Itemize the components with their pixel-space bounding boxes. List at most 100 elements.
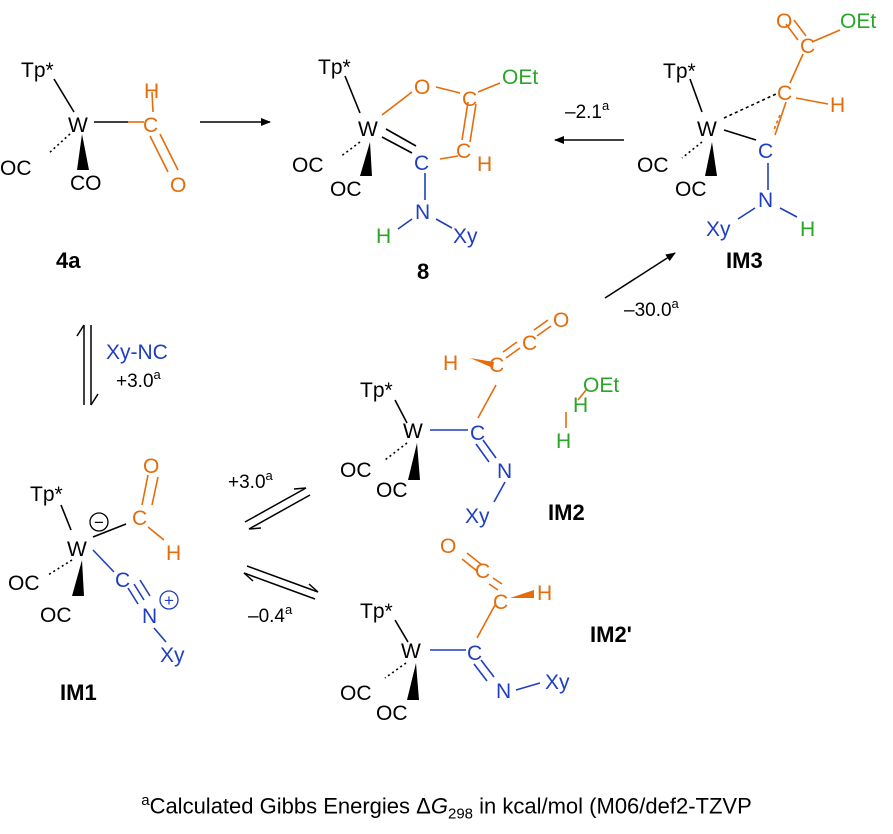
c-atom: C: [489, 354, 504, 377]
xy-label: Xy: [465, 505, 490, 528]
c-atom: C: [800, 35, 815, 58]
footnote-text: Calculated Gibbs Energies: [149, 793, 417, 819]
compound-label-im2: IM2: [548, 500, 585, 525]
wedge-bond: [705, 142, 717, 176]
c-atom: C: [493, 591, 508, 614]
wedge-bond: [407, 663, 419, 700]
oc-label: OC: [675, 178, 707, 201]
equilibrium-im1-im2: [244, 487, 311, 530]
h-atom: H: [166, 542, 181, 565]
w-atom: W: [697, 118, 717, 141]
c-atom: C: [475, 560, 490, 583]
oet-label: OEt: [502, 66, 538, 89]
wedge-bond: [360, 142, 372, 176]
o-atom: O: [553, 309, 569, 332]
energy-to-im3: –30.0a: [624, 296, 680, 321]
h-atom: H: [800, 218, 815, 241]
w-atom: W: [358, 118, 378, 141]
h-atom: H: [556, 430, 571, 453]
oet-label: OEt: [583, 374, 619, 397]
o-atom: O: [776, 10, 792, 33]
c-atom: C: [115, 569, 130, 592]
compound-8: Tp* W O C OEt C H C OC OC N H Xy 8: [292, 56, 538, 284]
c-atom: C: [522, 332, 537, 355]
c-atom: C: [462, 88, 477, 111]
c-atom: C: [143, 114, 158, 137]
compound-im2-prime: Tp* W O C C H C N Xy OC OC IM2': [340, 535, 632, 725]
compound-4a: Tp* W OC CO H C O 4a: [0, 59, 186, 273]
gibbs-symbol: G: [430, 793, 448, 819]
o-atom: O: [414, 76, 430, 99]
oet-label: OEt: [840, 10, 876, 33]
energy-eq1: +3.0a: [116, 367, 162, 392]
c-atom: C: [414, 152, 429, 175]
tp-star-label: Tp*: [318, 56, 351, 79]
c-atom: C: [470, 422, 485, 445]
c-atom: C: [456, 140, 471, 163]
wedge-bond: [510, 590, 534, 598]
compound-label-im2-prime: IM2': [590, 622, 632, 647]
c-atom: C: [467, 642, 482, 665]
h-atom: H: [144, 80, 159, 103]
arrow-im2-to-im3: [604, 252, 676, 299]
h-atom: H: [830, 94, 845, 117]
plus-charge-circle: [159, 590, 179, 610]
xy-label: Xy: [160, 644, 185, 667]
tp-star-label: Tp*: [21, 59, 54, 82]
reagent-xy-nc: Xy-NC: [106, 341, 168, 364]
o-atom: O: [170, 174, 186, 197]
oc-label: OC: [376, 702, 408, 725]
equilibrium-im1-im2p: [243, 565, 319, 600]
w-atom: W: [403, 420, 423, 443]
footnote-method: in kcal/mol (M06/def2-TZVP: [473, 793, 752, 819]
oc-label: OC: [340, 459, 372, 482]
xy-label: Xy: [545, 671, 570, 694]
xy-label: Xy: [706, 218, 731, 241]
tp-star-label: Tp*: [360, 600, 393, 623]
h-atom: H: [477, 153, 492, 176]
energy-to-im2: +3.0a: [228, 468, 274, 493]
delta-symbol: Δ: [416, 793, 431, 819]
minus-charge: −: [94, 513, 104, 532]
n-atom: N: [142, 605, 157, 628]
oc-label: OC: [0, 157, 32, 180]
minus-charge-circle: [89, 512, 109, 532]
c-atom: C: [758, 140, 773, 163]
energy-to-im2p: –0.4a: [248, 602, 293, 627]
wedge-bond: [470, 358, 494, 368]
co-label: CO: [70, 172, 102, 195]
o-atom: O: [143, 455, 159, 478]
h-atom: H: [376, 225, 391, 248]
tp-star-label: Tp*: [360, 379, 393, 402]
energy-to-8: –2.1a: [565, 98, 610, 123]
c-atom: C: [132, 507, 147, 530]
tp-star-label: Tp*: [30, 483, 63, 506]
footnote: aCalculated Gibbs Energies ΔG298 in kcal…: [0, 792, 893, 823]
wedge-bond: [72, 560, 84, 596]
compound-label-im3: IM3: [726, 248, 763, 273]
footnote-mark: a: [141, 792, 150, 809]
w-atom: W: [401, 640, 421, 663]
equilibrium-4a-im1: [76, 324, 99, 406]
compound-im2: Tp* W H C C O C N Xy OC OC H OEt H IM2: [340, 309, 619, 528]
oc-label: OC: [40, 604, 72, 627]
oc-label: OC: [340, 682, 372, 705]
n-atom: N: [496, 680, 511, 703]
wedge-bond: [408, 443, 420, 480]
compound-label-8: 8: [417, 259, 429, 284]
n-atom: N: [415, 201, 430, 224]
tp-star-label: Tp*: [663, 60, 696, 83]
h-atom: H: [443, 352, 458, 375]
oc-label: OC: [8, 572, 40, 595]
xy-label: Xy: [453, 225, 478, 248]
h-atom: H: [573, 394, 588, 417]
oc-label: OC: [292, 154, 324, 177]
compound-label-4a: 4a: [56, 248, 81, 273]
oc-label: OC: [376, 479, 408, 502]
wedge-bond: [77, 134, 89, 170]
oc-label: OC: [330, 178, 362, 201]
h-atom: H: [537, 582, 552, 605]
w-atom: W: [68, 114, 88, 137]
compound-im1: Tp* W − O C H C N + OC OC Xy IM1: [8, 455, 185, 705]
